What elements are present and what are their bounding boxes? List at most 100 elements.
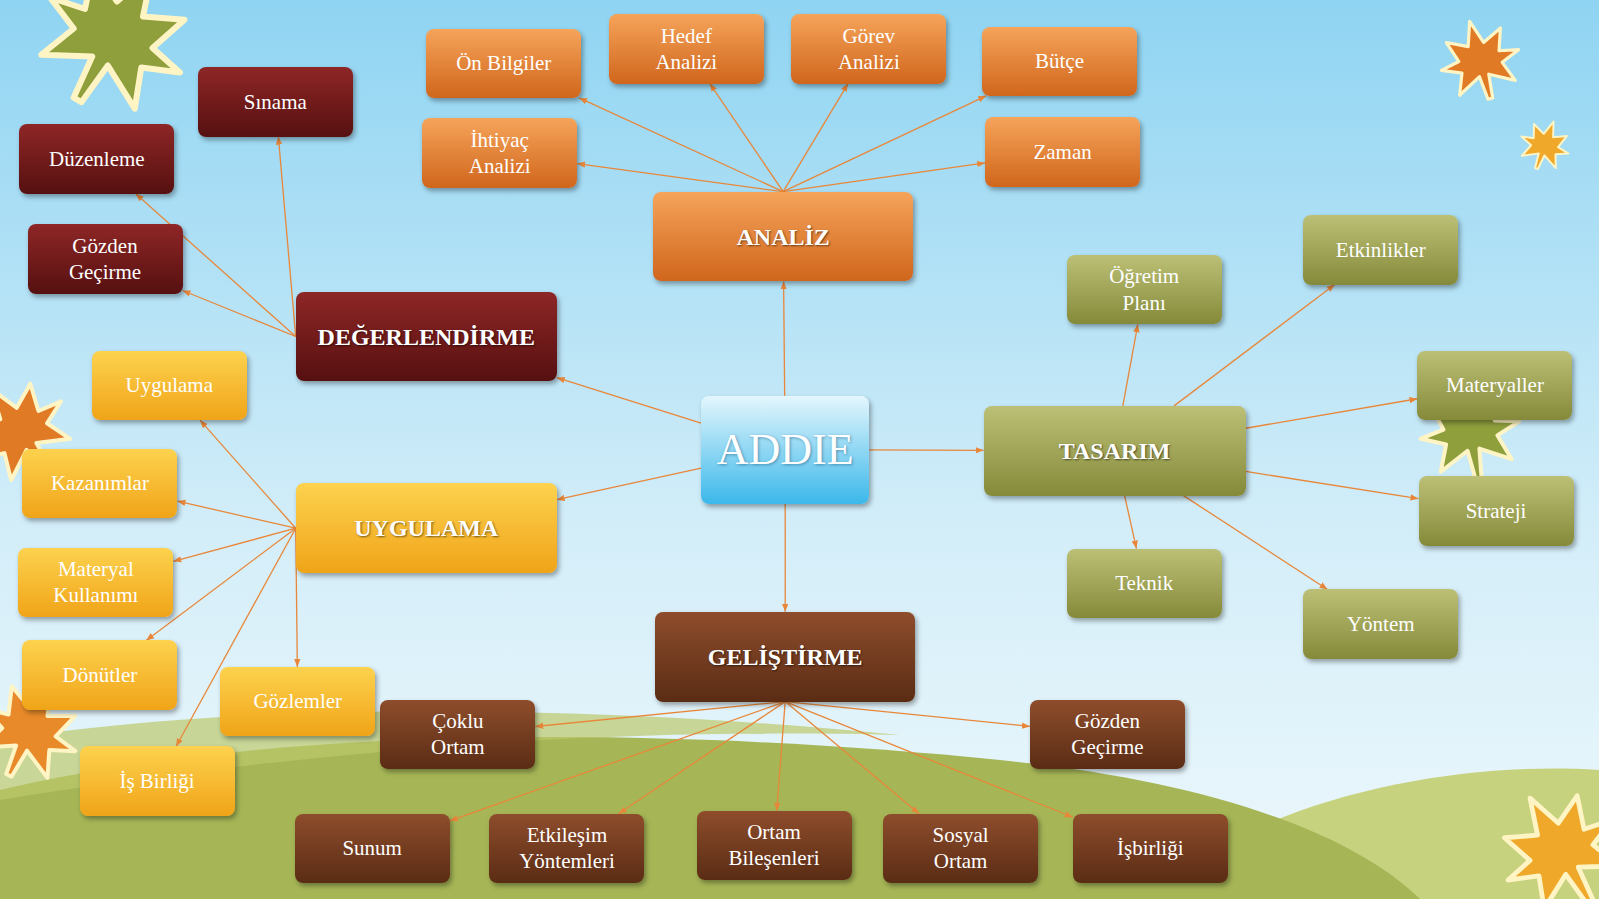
topic-box: Sunum <box>295 814 450 883</box>
topic-box: Kazanımlar <box>22 449 177 518</box>
topic-box: Strateji <box>1419 476 1574 545</box>
node-label: Düzenleme <box>49 146 145 172</box>
topic-box: İşbirliği <box>1073 814 1228 883</box>
topic-box: Çoklu Ortam <box>380 700 535 769</box>
connector-arrow <box>619 702 786 814</box>
node-label: Kazanımlar <box>51 470 149 496</box>
topic-box: Etkinlikler <box>1303 215 1458 284</box>
connector-arrow <box>535 702 785 727</box>
node-label: Öğretim Planı <box>1109 263 1179 316</box>
node-label: Zaman <box>1033 139 1091 165</box>
node-label: Etkileşim Yöntemleri <box>519 822 615 875</box>
connector-arrow <box>1246 399 1418 428</box>
connector-arrow <box>785 702 919 814</box>
phase-box: GELİŞTİRME <box>655 612 915 702</box>
node-label: İhtiyaç Analizi <box>469 127 531 180</box>
phase-box: ANALİZ <box>653 192 913 282</box>
node-label: İşbirliği <box>1117 835 1184 861</box>
connector-arrow <box>869 449 983 451</box>
topic-box: Ortam Bileşenleri <box>697 811 852 880</box>
node-label: Teknik <box>1115 570 1173 596</box>
leaf <box>1478 768 1599 899</box>
node-label: ADDIE <box>717 422 854 477</box>
topic-box: Materyal Kullanımı <box>18 548 173 617</box>
connector-arrow <box>1123 324 1138 406</box>
connector-arrow <box>785 504 786 612</box>
connector-arrow <box>710 84 783 192</box>
connector-arrow <box>183 291 296 337</box>
connector-arrow <box>783 163 985 192</box>
leaf <box>1513 113 1577 177</box>
connector-arrow <box>278 137 295 337</box>
topic-box: Gözden Geçirme <box>1030 700 1185 769</box>
connector-arrow <box>200 420 296 528</box>
topic-box: Etkileşim Yöntemleri <box>489 814 644 883</box>
node-label: Ön Bilgiler <box>456 50 551 76</box>
node-label: Bütçe <box>1035 48 1084 74</box>
node-label: Etkinlikler <box>1336 237 1426 263</box>
connector-arrow <box>557 378 701 424</box>
connector-arrow <box>777 702 786 811</box>
phase-box: DEĞERLENDİRME <box>296 292 557 382</box>
node-label: Ortam Bileşenleri <box>729 819 820 872</box>
topic-box: Materyaller <box>1417 351 1572 420</box>
phase-box: UYGULAMA <box>296 483 557 573</box>
node-label: ANALİZ <box>736 222 829 252</box>
node-label: GELİŞTİRME <box>708 642 863 672</box>
connector-arrow <box>785 702 1030 727</box>
topic-box: Bütçe <box>982 27 1137 96</box>
node-label: Sosyal Ortam <box>933 822 989 875</box>
node-label: DEĞERLENDİRME <box>318 322 535 352</box>
connector-arrow <box>577 164 783 192</box>
topic-box: Hedef Analizi <box>609 14 764 83</box>
node-label: Yöntem <box>1347 611 1415 637</box>
topic-box: Dönütler <box>22 640 177 709</box>
node-label: Materyal Kullanımı <box>53 556 138 609</box>
topic-box: Teknik <box>1067 549 1222 618</box>
topic-box: Ön Bilgiler <box>426 29 581 98</box>
topic-box: Gözlemler <box>220 667 375 736</box>
node-label: Çoklu Ortam <box>431 708 485 761</box>
connector-arrow <box>783 96 986 192</box>
node-label: İş Birliği <box>119 768 194 794</box>
connector-arrow <box>557 468 701 500</box>
node-label: Gözden Geçirme <box>69 233 141 286</box>
node-label: Gözlemler <box>253 688 342 714</box>
node-label: Görev Analizi <box>838 23 900 76</box>
node-label: Gözden Geçirme <box>1071 708 1143 761</box>
hill-front <box>0 737 1420 899</box>
connector-arrow <box>783 84 848 192</box>
node-label: Sunum <box>342 835 402 861</box>
node-label: Sınama <box>244 89 307 115</box>
topic-box: Sosyal Ortam <box>883 814 1038 883</box>
node-label: Dönütler <box>63 662 138 688</box>
topic-box: İş Birliği <box>80 746 235 815</box>
leaf <box>13 0 218 137</box>
connector-arrow <box>784 281 785 395</box>
node-label: TASARIM <box>1059 436 1171 466</box>
node-label: Hedef Analizi <box>655 23 717 76</box>
leaf <box>1431 11 1529 109</box>
topic-box: İhtiyaç Analizi <box>422 118 577 187</box>
connector-arrow <box>173 528 295 561</box>
node-label: UYGULAMA <box>354 513 498 543</box>
topic-box: Zaman <box>985 117 1140 186</box>
node-label: Strateji <box>1466 498 1527 524</box>
phase-box: TASARIM <box>984 406 1246 496</box>
node-label: Materyaller <box>1446 372 1544 398</box>
connector-arrow <box>1246 471 1419 498</box>
connector-arrow <box>177 501 295 528</box>
topic-box: Yöntem <box>1303 589 1458 658</box>
topic-box: Sınama <box>198 67 353 136</box>
topic-box: Öğretim Planı <box>1067 255 1222 324</box>
topic-box: Görev Analizi <box>791 14 946 83</box>
topic-box: Gözden Geçirme <box>28 224 183 293</box>
topic-box: Uygulama <box>92 351 247 420</box>
topic-box: Düzenleme <box>19 124 174 193</box>
center-box: ADDIE <box>701 396 869 504</box>
connector-arrow <box>1125 496 1137 549</box>
node-label: Uygulama <box>126 372 213 398</box>
